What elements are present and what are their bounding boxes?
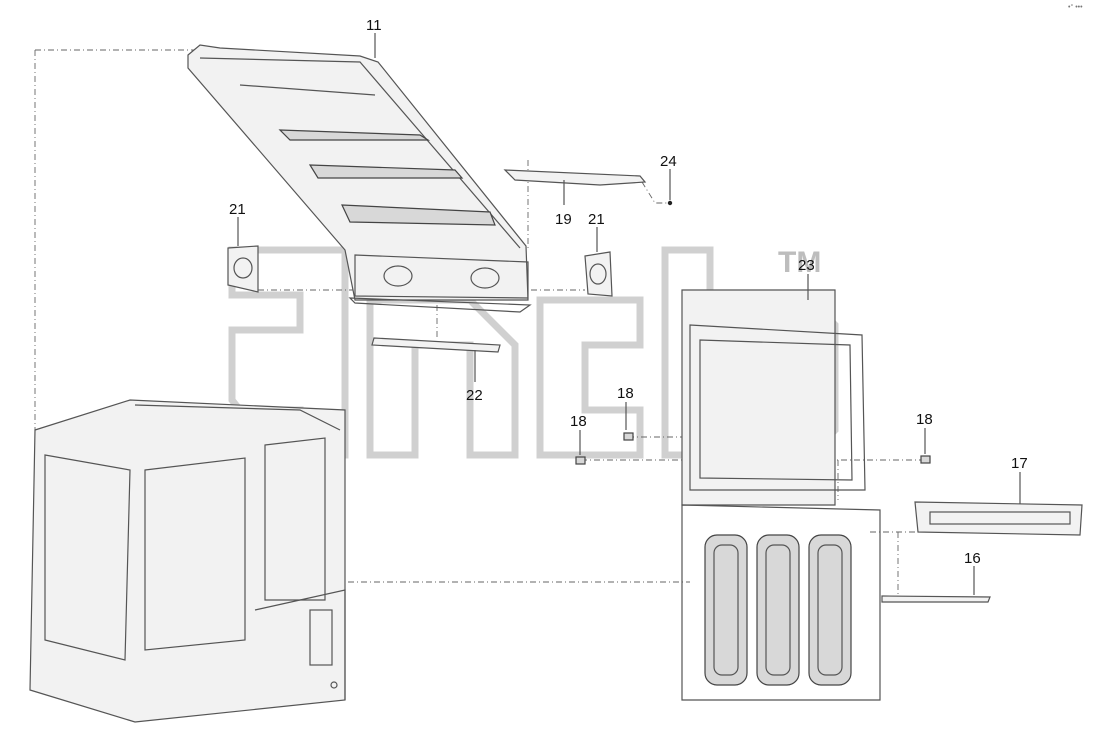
bar-22 [371,337,501,353]
roof-panel-11 [187,44,532,313]
callout-21-right: 21 [588,211,605,228]
callout-21-left: 21 [229,201,246,218]
bolt-24 [667,200,673,206]
callout-16: 16 [964,550,981,567]
callout-18-right: 18 [916,411,933,428]
corner-mark: •° ••• [1068,3,1083,11]
clip-18-c [920,455,931,464]
cab-assembly [29,399,346,723]
callout-19: 19 [555,211,572,228]
watermark-tm: TM [778,246,821,279]
callout-11: 11 [366,17,382,34]
label-ticks [237,33,1021,595]
strip-19 [503,169,647,186]
callout-24: 24 [660,153,677,170]
callout-23: 23 [798,257,815,274]
callout-labels: 11 24 19 21 21 23 22 18 18 18 17 16 [229,17,1028,567]
bar-16 [881,595,991,603]
bracket-21-left [227,245,259,293]
callout-17: 17 [1011,455,1028,472]
clip-18-b [623,432,634,441]
panel-23 [681,289,881,701]
callout-18-left: 18 [570,413,587,430]
clip-18-a [575,456,586,465]
part-17 [914,501,1083,536]
callout-22: 22 [466,387,483,404]
callout-18-middle: 18 [617,385,634,402]
bracket-21-right [584,251,613,297]
